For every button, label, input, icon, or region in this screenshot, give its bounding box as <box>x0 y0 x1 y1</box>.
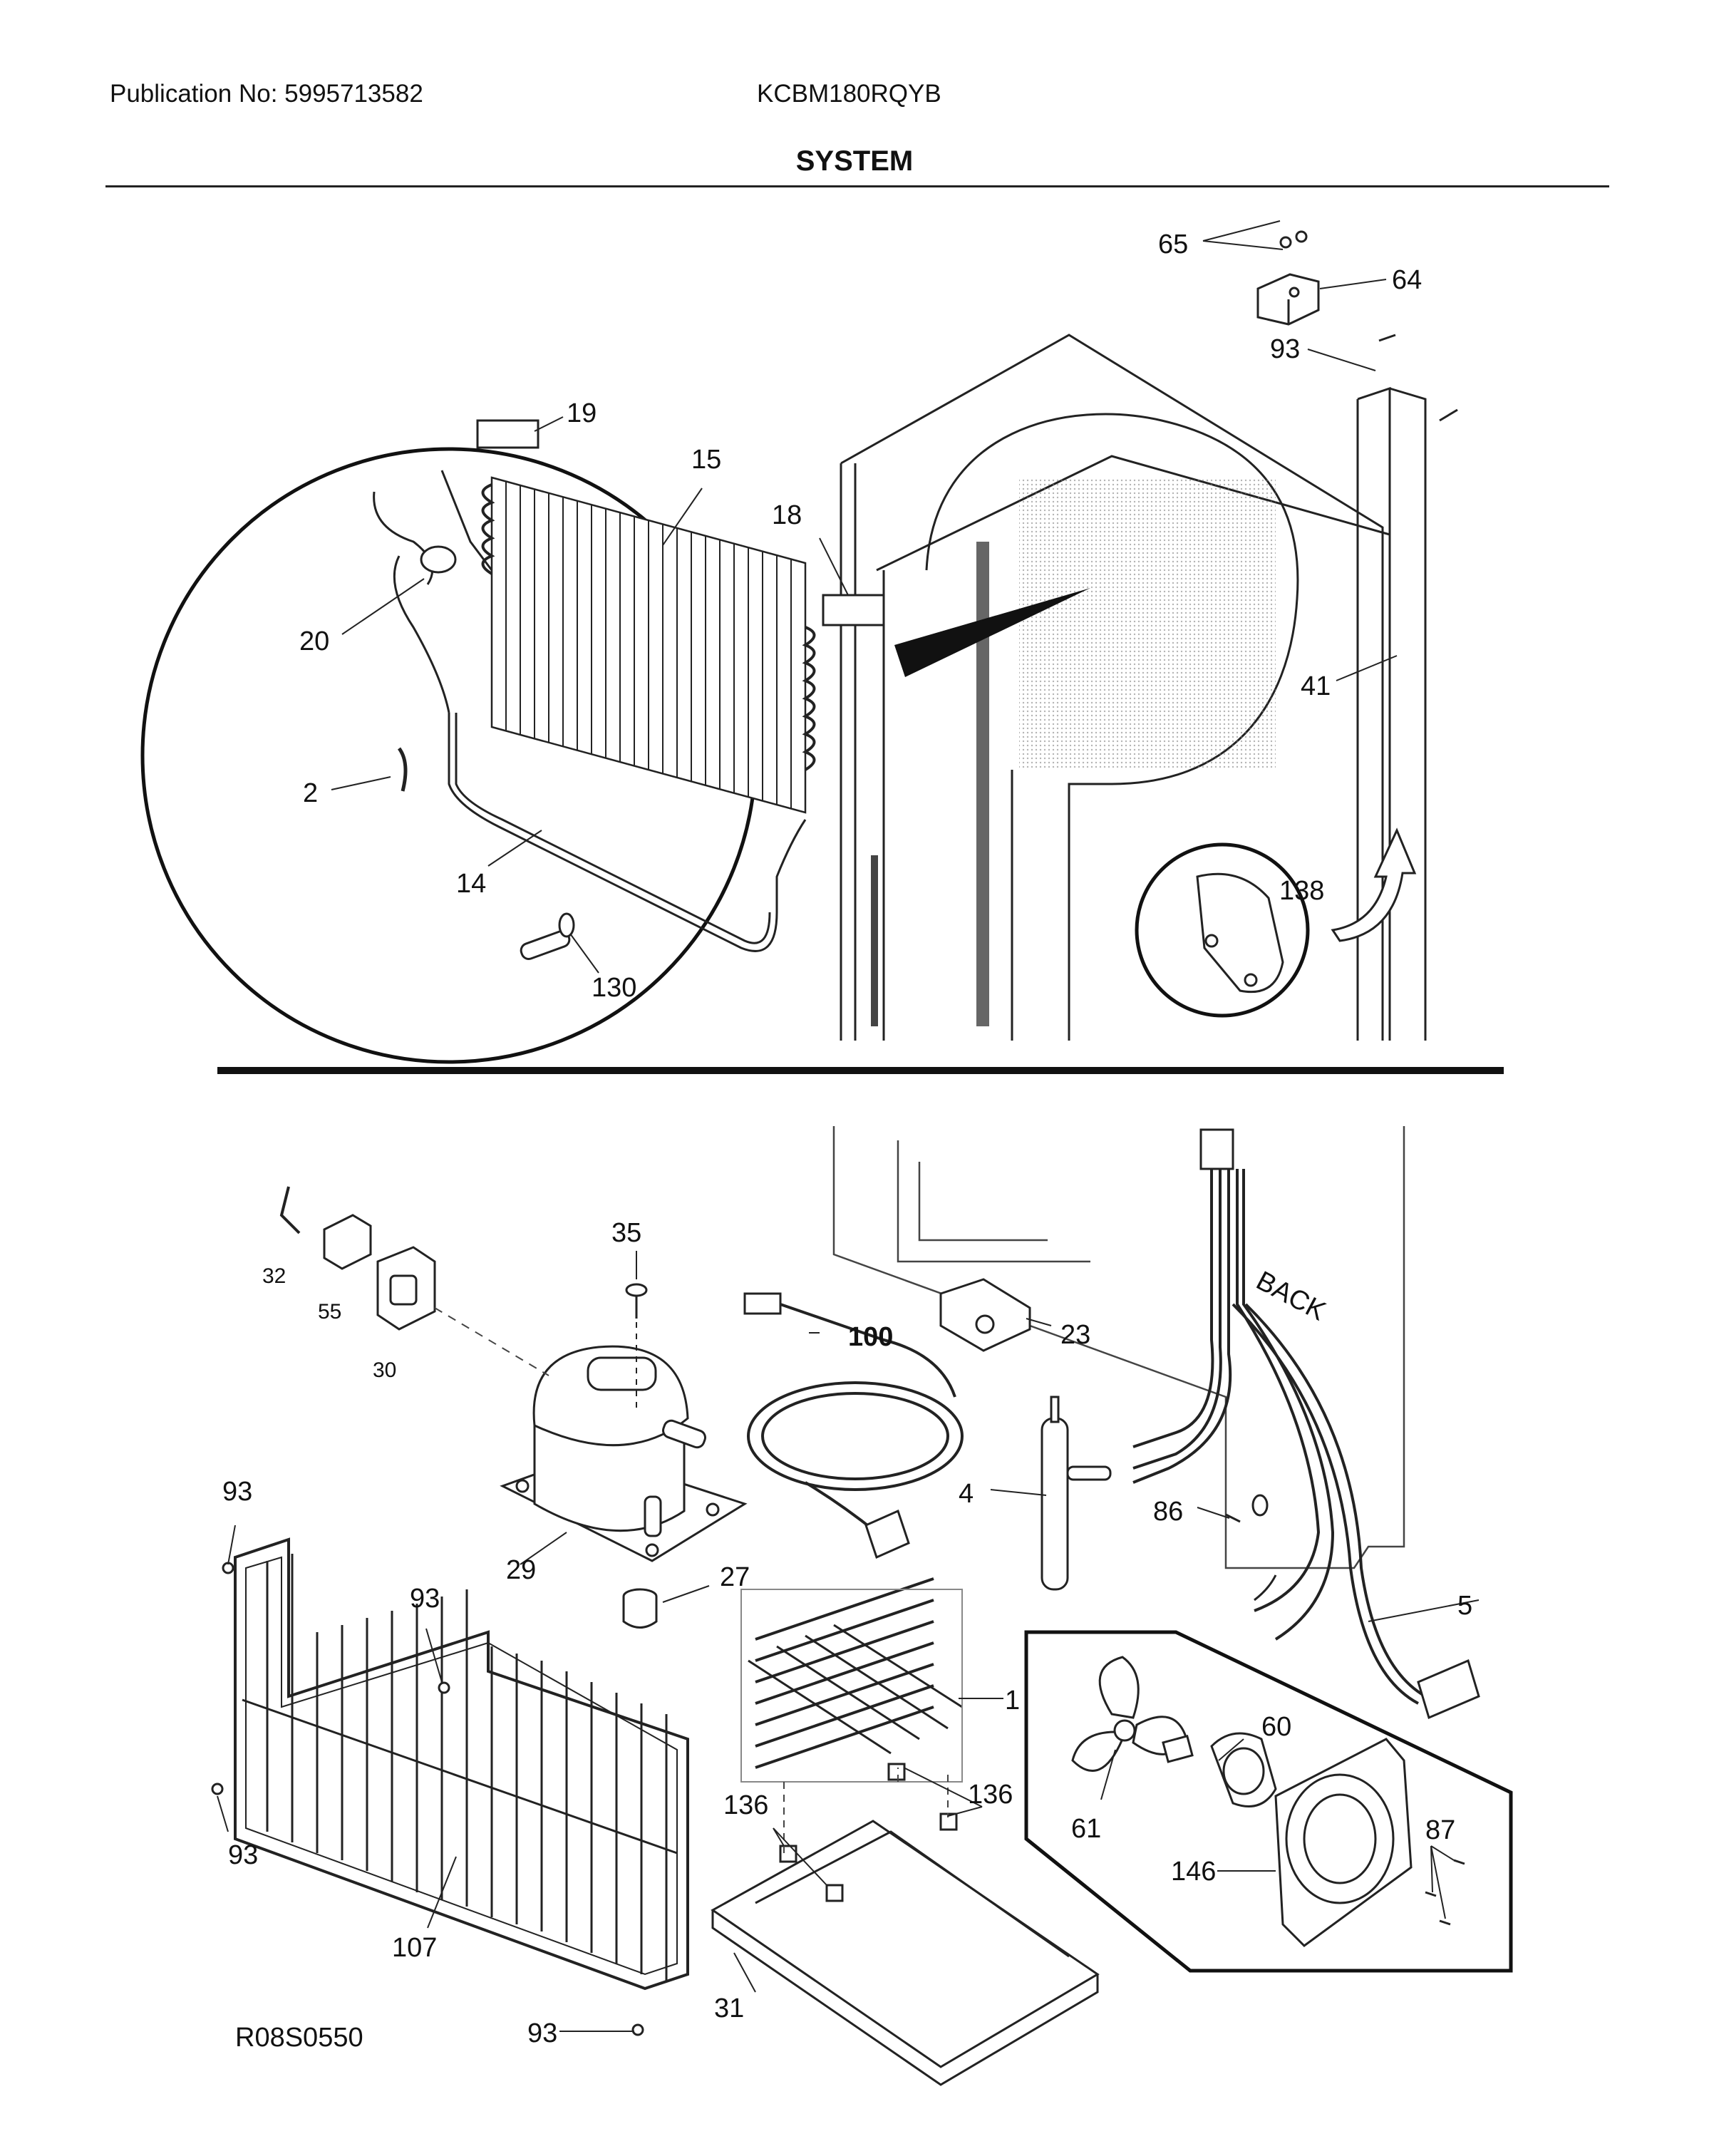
publication-number: Publication No: 5995713582 <box>110 80 423 108</box>
screws-87 <box>1425 1859 1465 1926</box>
callout-61: 61 <box>1071 1814 1101 1844</box>
hinge-bracket-64 <box>1256 230 1320 326</box>
grille-screws-93 <box>211 1562 644 2036</box>
callout-30: 30 <box>373 1358 396 1382</box>
bracket-138 <box>1196 872 1284 994</box>
clip-32 <box>279 1186 301 1234</box>
callout-93: 93 <box>1270 334 1300 364</box>
callout-19: 19 <box>567 398 597 428</box>
drawing-reference: R08S0550 <box>235 2023 363 2053</box>
callout-64: 64 <box>1392 265 1422 295</box>
direction-arrow <box>1331 827 1417 942</box>
wiring-harness-5 <box>1132 1128 1426 1705</box>
callout-136-right: 136 <box>968 1780 1013 1810</box>
callout-1: 1 <box>1005 1686 1020 1716</box>
drain-pan-31 <box>711 1763 1100 2086</box>
fan-motor-60 <box>1162 1732 1277 1807</box>
screws-93-top <box>1378 334 1458 422</box>
callout-41: 41 <box>1301 671 1331 701</box>
callout-20: 20 <box>299 626 329 656</box>
callout-35: 35 <box>611 1218 641 1248</box>
callout-23: 23 <box>1060 1320 1090 1350</box>
callout-138: 138 <box>1279 876 1324 906</box>
insulation-19 <box>476 419 539 449</box>
callout-146: 146 <box>1171 1857 1216 1887</box>
callout-107: 107 <box>392 1933 437 1963</box>
back-label: BACK <box>1251 1266 1331 1327</box>
callout-65: 65 <box>1158 229 1188 259</box>
left-seal <box>871 855 878 1026</box>
callout-130: 130 <box>592 973 636 1003</box>
callout-93-lower: 93 <box>228 1840 258 1870</box>
callout-93-bottom: 93 <box>527 2018 557 2048</box>
section-divider <box>217 1067 1504 1074</box>
callout-2: 2 <box>303 778 318 808</box>
overload-30 <box>376 1246 436 1331</box>
relay-leader <box>434 1307 549 1376</box>
service-cord-100 <box>743 1292 964 1559</box>
defrost-thermostat-20 <box>373 470 493 713</box>
plug-5 <box>1417 1659 1480 1720</box>
callout-136-left: 136 <box>723 1790 768 1820</box>
grommet-27 <box>622 1588 658 1629</box>
callout-14: 14 <box>456 869 486 899</box>
evaporator-shading <box>1019 478 1276 770</box>
relay-55 <box>323 1214 372 1270</box>
grille-107 <box>234 1537 689 1991</box>
callout-31: 31 <box>714 1993 744 2023</box>
callout-4: 4 <box>959 1479 974 1509</box>
drain-fitting-130 <box>520 912 575 960</box>
ground-screw-86 <box>1225 1494 1277 1601</box>
callout-87: 87 <box>1425 1815 1455 1845</box>
callout-55: 55 <box>318 1300 341 1324</box>
cabinet-back <box>832 1126 1405 1569</box>
defrost-timer-23 <box>939 1278 1031 1352</box>
callout-32: 32 <box>262 1264 286 1288</box>
callout-93-mid: 93 <box>410 1584 440 1614</box>
filter-dryer-4 <box>1041 1396 1112 1591</box>
fan-inset-box <box>1024 1630 1513 1973</box>
callout-15: 15 <box>691 445 721 475</box>
callout-100: 100 <box>848 1322 893 1352</box>
condenser-leaders <box>783 1768 949 1853</box>
center-seal <box>976 542 989 1026</box>
detail-pointer <box>894 588 1090 677</box>
side-panel-41 <box>1356 386 1427 1041</box>
callout-60: 60 <box>1261 1712 1291 1742</box>
callout-27: 27 <box>720 1562 750 1592</box>
callout-5: 5 <box>1457 1591 1472 1621</box>
page-title: SYSTEM <box>795 145 914 177</box>
compressor-29 <box>500 1345 748 1562</box>
condenser-1 <box>740 1577 963 1783</box>
header-rule <box>105 185 1609 187</box>
clip-2 <box>397 747 408 792</box>
callout-18: 18 <box>772 500 802 530</box>
insulation-18 <box>822 594 885 626</box>
defrost-heater-14 <box>448 713 807 952</box>
screw-35 <box>625 1283 648 1411</box>
leader-lines <box>217 220 1480 2032</box>
fan-shroud-146 <box>1274 1738 1413 1947</box>
callout-29: 29 <box>506 1555 536 1585</box>
callout-86: 86 <box>1153 1497 1183 1527</box>
model-number: KCBM180RQYB <box>757 80 941 108</box>
callout-93-left: 93 <box>222 1477 252 1507</box>
evaporator-15 <box>481 476 816 814</box>
